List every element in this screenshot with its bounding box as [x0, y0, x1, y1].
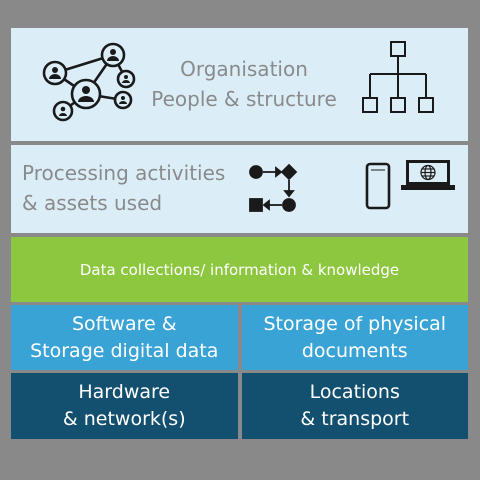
locations-cell: Locations & transport — [241, 373, 468, 439]
locations-line2: & transport — [300, 408, 410, 430]
organisation-line2: People & structure — [151, 87, 337, 111]
processing-line2: & assets used — [22, 191, 163, 215]
data-collections-layer: Data collections/ information & knowledg… — [11, 237, 468, 302]
process-flow-icon — [249, 163, 298, 212]
storage-row: Software & Storage digital data Storage … — [11, 305, 468, 370]
physical-storage-line1: Storage of physical — [263, 312, 447, 335]
physical-storage-line2: documents — [301, 339, 408, 362]
software-line2: Storage digital data — [30, 339, 219, 362]
smartphone-icon — [365, 162, 391, 210]
hardware-line2: & network(s) — [62, 408, 186, 430]
org-chart-icon — [362, 41, 434, 113]
software-storage-cell: Software & Storage digital data — [11, 305, 238, 370]
laptop-globe-icon — [401, 160, 455, 190]
processing-title: Processing activities & assets used — [22, 158, 225, 218]
organisation-title: Organisation People & structure — [126, 54, 362, 114]
organisation-line1: Organisation — [180, 57, 308, 81]
processing-layer — [11, 145, 468, 233]
hardware-cell: Hardware & network(s) — [11, 373, 238, 439]
infrastructure-row: Hardware & network(s) Locations & transp… — [11, 373, 468, 439]
data-collections-label: Data collections/ information & knowledg… — [79, 260, 400, 279]
physical-storage-cell: Storage of physical documents — [241, 305, 468, 370]
people-network-icon — [42, 42, 136, 122]
locations-line1: Locations — [309, 381, 400, 403]
processing-line1: Processing activities — [22, 161, 226, 185]
software-line1: Software & — [71, 312, 177, 335]
hardware-line1: Hardware — [78, 381, 171, 403]
